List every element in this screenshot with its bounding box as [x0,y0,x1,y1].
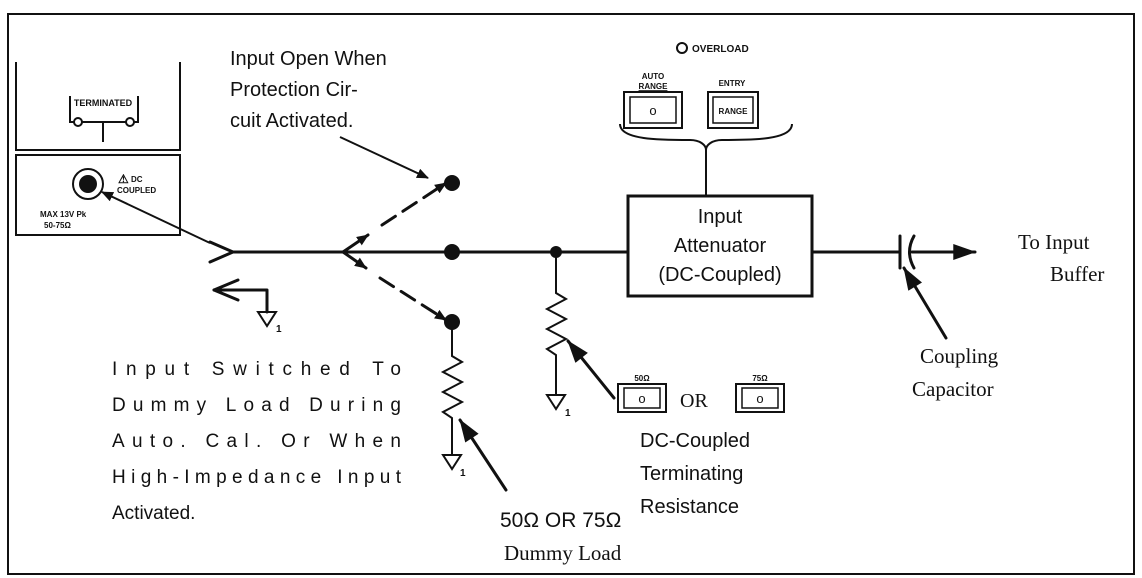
switched-label-5: Activated. [112,503,195,524]
panel-to-input-arrow [101,191,211,244]
terminating-label-2: Terminating [640,463,743,485]
protection-callout-arrow [339,136,429,179]
max-rating-label: MAX 13V Pk [40,210,87,219]
to-buffer-label-2: Buffer [1050,262,1104,286]
protection-label-2: Protection Cir- [230,79,358,101]
svg-text:1: 1 [460,468,466,479]
range-button[interactable]: RANGE [707,91,759,129]
dummy-load-callout-arrow [458,418,508,492]
terminated-label: TERMINATED [74,98,133,108]
impedance-range-label: 50-75Ω [44,221,71,230]
button-75-ohm[interactable]: 75Ω o [735,374,785,413]
coupling-capacitor [898,234,916,270]
svg-text:1: 1 [276,324,282,335]
auto-range-button[interactable]: o [623,91,683,129]
terminated-switch-left [73,117,83,127]
overload-label: OVERLOAD [692,44,749,55]
protection-label-3: cuit Activated. [230,110,353,132]
svg-text:75Ω: 75Ω [752,374,768,383]
dummy-load-resistor: 1 [440,322,466,479]
button-50-ohm[interactable]: 50Ω o [617,374,667,413]
coupling-label-2: Capacitor [912,377,994,401]
terminating-resistor: 1 [544,246,571,419]
switched-label-1: Input Switched To [112,359,401,380]
attenuator-label-1: Input [698,206,743,228]
svg-text:50Ω: 50Ω [634,374,650,383]
coupled-label: COUPLED [117,186,156,195]
normal-contact [444,244,460,260]
terminating-label-1: DC-Coupled [640,430,750,452]
warning-icon: ⚠ [118,172,129,186]
or-text: OR [680,390,708,412]
overload-led-icon [676,42,688,54]
coupling-label-1: Coupling [920,344,999,368]
auto-range-label: RANGE [639,82,669,91]
protection-contact [444,175,460,191]
diagram-frame [7,13,1135,575]
terminating-callout-arrow [566,339,616,400]
input-attenuator: Input Attenuator (DC-Coupled) [626,194,814,298]
dc-label: DC [131,175,143,184]
svg-text:o: o [649,103,656,118]
svg-text:RANGE: RANGE [719,107,749,116]
coupling-callout-arrow [902,266,948,340]
terminating-label-3: Resistance [640,496,739,518]
svg-text:o: o [756,391,763,406]
range-controls: OVERLOAD AUTO RANGE ENTRY o RANGE [623,42,759,129]
attenuator-label-2: Attenuator [674,235,767,257]
protection-label-1: Input Open When [230,48,387,70]
dummy-load-label-2: Dummy Load [504,541,622,565]
terminated-switch-right [125,117,135,127]
svg-text:1: 1 [565,408,571,419]
switched-label-4: High-Impedance Input [112,467,402,488]
svg-text:o: o [638,391,645,406]
to-buffer-label-1: To Input [1018,230,1090,254]
attenuator-label-3: (DC-Coupled) [658,264,781,286]
range-brace [619,123,793,151]
dummy-load-label-1: 50Ω OR 75Ω [500,509,621,532]
entry-label: ENTRY [719,79,746,88]
connector-ground-icon: 1 [256,311,282,335]
front-panel: TERMINATED ⚠ DC COUPLED MAX 13V Pk 50-75… [15,62,181,236]
switched-label-2: Dummy Load During [112,395,401,416]
switched-label-3: Auto. Cal. Or When [112,431,401,452]
auto-label: AUTO [642,72,665,81]
